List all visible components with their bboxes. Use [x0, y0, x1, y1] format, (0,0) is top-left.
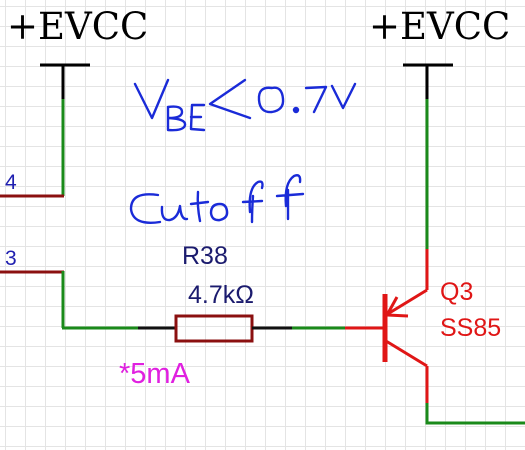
- power-symbol-left: [40, 63, 90, 100]
- power-label-right: +EVCC: [369, 5, 511, 48]
- power-label-left: +EVCC: [7, 5, 149, 48]
- transistor-q3: [345, 248, 429, 404]
- power-symbol-right: [403, 63, 453, 100]
- handwritten-cutoff-note: [129, 174, 305, 224]
- pin-label-4: 4: [5, 171, 17, 194]
- transistor-part-label: SS85: [440, 314, 502, 342]
- resistor-ref-label: R38: [182, 242, 228, 270]
- transistor-ref-label: Q3: [440, 278, 474, 306]
- resistor-r38: [138, 314, 292, 343]
- handwritten-vbe-note: [133, 78, 357, 132]
- pin-label-3: 3: [5, 247, 17, 270]
- wire-collector-out: [425, 403, 525, 425]
- current-note-label: *5mA: [119, 358, 190, 390]
- resistor-value-label: 4.7kΩ: [188, 281, 254, 309]
